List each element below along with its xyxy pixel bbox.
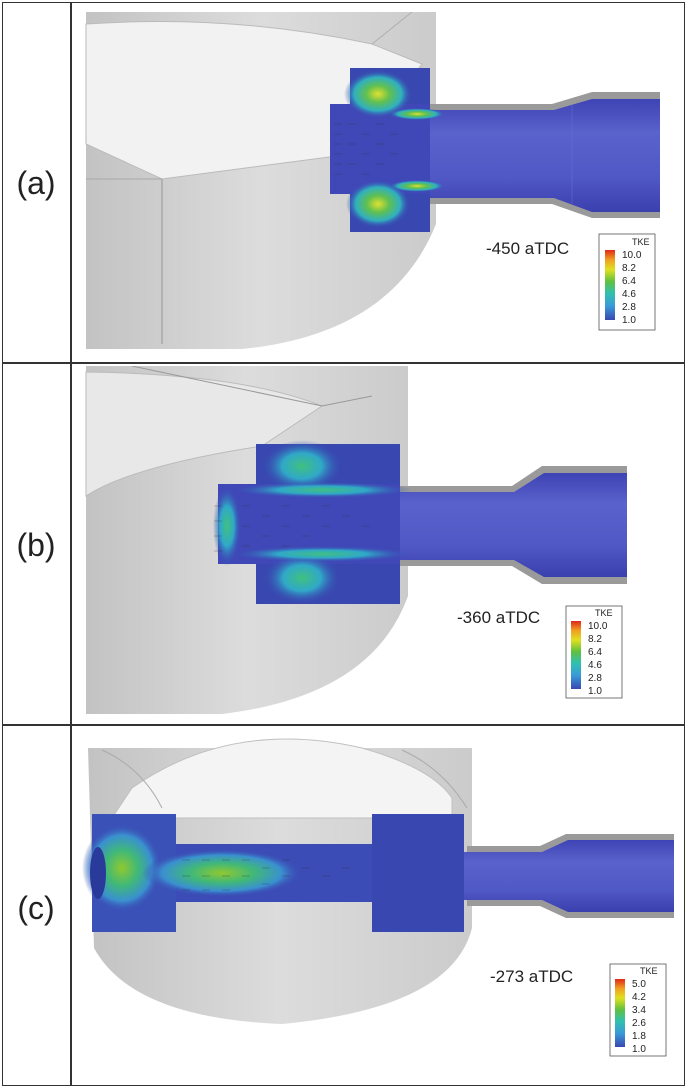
legend-tick: 3.4 <box>632 1005 646 1016</box>
panel-b: -360 aTDC TKE 10.0 8.2 6.4 4.6 2.8 1.0 <box>72 366 684 722</box>
colorbar-legend-c: TKE 5.0 4.2 3.4 2.6 1.8 1.0 <box>609 963 667 1057</box>
legend-tick: 8.2 <box>622 263 636 274</box>
legend-tick: 5.0 <box>632 979 646 990</box>
legend-tick: 1.0 <box>588 686 602 697</box>
legend-tick: 2.6 <box>632 1018 646 1029</box>
column-divider <box>70 2 72 1086</box>
legend-tick: 4.6 <box>622 289 636 300</box>
time-label-c: -273 aTDC <box>490 967 573 986</box>
legend-tick: 10.0 <box>588 621 608 632</box>
panel-label-a: (a) <box>16 165 56 201</box>
legend-tick: 1.8 <box>632 1031 646 1042</box>
panel-label-c: (c) <box>17 890 55 926</box>
legend-tick: 2.8 <box>622 302 636 313</box>
cfd-image-a: -450 aTDC TKE 10.0 8.2 6.4 4.6 2.8 1.0 <box>85 11 660 349</box>
legend-title-a: TKE <box>632 237 650 247</box>
legend-tick: 6.4 <box>588 647 602 658</box>
time-label-a: -450 aTDC <box>486 239 569 258</box>
colorbar-legend-b: TKE 10.0 8.2 6.4 4.6 2.8 1.0 <box>565 605 623 699</box>
legend-tick: 6.4 <box>622 276 636 287</box>
legend-title-c: TKE <box>640 966 658 976</box>
row-divider <box>2 362 685 364</box>
legend-title-b: TKE <box>595 608 613 618</box>
panel-a: -450 aTDC TKE 10.0 8.2 6.4 4.6 2.8 1.0 <box>72 4 684 360</box>
legend-tick: 1.0 <box>632 1044 646 1055</box>
panel-c: -273 aTDC TKE 5.0 4.2 3.4 2.6 1.8 1.0 <box>72 728 684 1084</box>
row-divider <box>2 724 685 726</box>
time-label-b: -360 aTDC <box>457 608 540 627</box>
legend-tick: 1.0 <box>622 315 636 326</box>
legend-tick: 4.6 <box>588 660 602 671</box>
legend-tick: 8.2 <box>588 634 602 645</box>
legend-tick: 4.2 <box>632 992 646 1003</box>
legend-tick: 2.8 <box>588 673 602 684</box>
colorbar-legend-a: TKE 10.0 8.2 6.4 4.6 2.8 1.0 <box>598 233 656 331</box>
cfd-image-c: -273 aTDC TKE 5.0 4.2 3.4 2.6 1.8 1.0 <box>82 738 674 1057</box>
panel-label-b: (b) <box>16 527 56 563</box>
legend-tick: 10.0 <box>622 250 642 261</box>
cfd-image-b: -360 aTDC TKE 10.0 8.2 6.4 4.6 2.8 1.0 <box>85 366 627 714</box>
